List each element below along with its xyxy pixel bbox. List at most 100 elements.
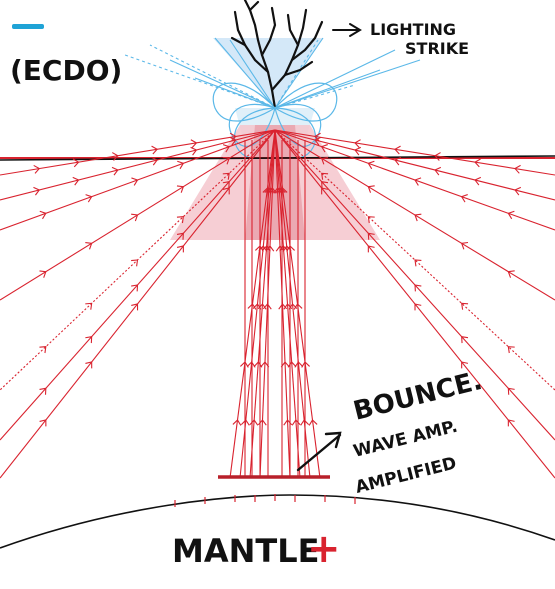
red-wave-arrowhead [279, 245, 289, 252]
red-wave-arrowhead [291, 419, 301, 426]
mantle-boundary [0, 494, 555, 549]
red-wave-arrowhead [460, 241, 469, 250]
red-wave-arrowhead [434, 152, 441, 161]
red-wave-arrowhead [131, 259, 139, 267]
red-wave-arrowhead [321, 181, 329, 189]
blue-field-ray [229, 39, 276, 109]
red-wave-arrowhead [308, 419, 318, 426]
red-wave-arrowhead [320, 144, 328, 153]
red-wave-arrowhead [265, 245, 275, 252]
red-wave-arrowhead [85, 336, 93, 344]
red-wave-arrowhead [176, 185, 185, 193]
red-wave-arrowhead [264, 187, 274, 194]
red-wave-arrowhead [176, 245, 184, 253]
red-wave-arrowhead [72, 176, 80, 186]
blue-field-ray [274, 59, 421, 109]
red-wave-arrowhead [249, 419, 259, 426]
red-wave-arrowhead [275, 245, 285, 252]
red-wave-arrowhead [232, 419, 242, 426]
red-wave-arrowhead [414, 284, 422, 292]
red-wave-arrowhead [367, 216, 375, 224]
red-wave-arrowhead [514, 164, 521, 174]
red-wave-shallow-ray [274, 129, 555, 176]
red-wave-arrowhead [367, 232, 375, 240]
red-wave-arrowhead [434, 166, 442, 176]
mantle-plus-sign: + [307, 526, 341, 572]
red-wave-arrowhead [354, 139, 361, 148]
blue-field-ray [274, 84, 356, 109]
red-wave-arrowhead [222, 187, 230, 195]
red-wave-arrowhead [461, 336, 469, 344]
red-wave-shallow-ray [0, 129, 276, 201]
red-wave-arrowhead [222, 144, 230, 153]
red-wave-arrowhead [39, 210, 47, 220]
red-wave-arrowhead [229, 132, 237, 142]
red-wave-arrowhead [314, 136, 322, 146]
blue-field-ray [149, 44, 276, 109]
red-wave-arrowhead [111, 166, 119, 176]
red-wave-arrowhead [85, 194, 93, 203]
red-wave-arrowhead [314, 132, 321, 142]
red-wave-arrowhead [33, 164, 41, 174]
red-wave-arrowhead [131, 213, 139, 222]
bounce-label: BOUNCE. [350, 366, 485, 427]
red-wave-arrowhead [39, 419, 47, 427]
red-wave-arrowhead [321, 187, 329, 195]
red-wave-arrowhead [354, 146, 362, 156]
red-wave-arrowhead [151, 145, 159, 155]
red-wave-arrowhead [131, 177, 139, 186]
red-wave-shallow-ray [0, 129, 276, 176]
red-wave-arrowhead [507, 387, 515, 395]
red-wave-arrowhead [240, 419, 250, 426]
blue-field-ray [274, 49, 396, 109]
red-wave-arrowhead [229, 136, 237, 146]
red-wave-arrowhead [367, 245, 375, 253]
blue-field-ray [124, 54, 276, 109]
red-wave-arrowhead [72, 158, 80, 168]
red-wave-arrowhead [414, 213, 422, 222]
red-wave-arrowhead [261, 245, 271, 252]
red-wave-arrowhead [131, 284, 139, 292]
corner-tag: (ECDO) [10, 54, 122, 87]
red-wave-arrowhead [112, 152, 119, 161]
red-wave-arrowhead [414, 177, 422, 186]
bounce-pointer-arrow [296, 431, 342, 472]
red-wave-arrowhead [507, 419, 515, 427]
red-wave-arrowhead [253, 361, 263, 368]
red-wave-arrowhead [474, 176, 482, 186]
red-wave-arrowhead [394, 145, 401, 155]
red-wave-arrowhead [39, 270, 47, 278]
red-wave-arrowhead [39, 387, 47, 395]
red-wave-shallow-ray [274, 129, 555, 201]
red-wave-arrowhead [507, 270, 515, 278]
red-wave-arrowhead [321, 172, 329, 180]
red-wave-arrowhead [507, 210, 515, 220]
lightning-strike [230, 0, 324, 110]
red-wave-arrowhead [414, 259, 422, 267]
red-wave-arrowhead [460, 194, 468, 203]
strike-label-line1: LIGHTING [370, 20, 456, 39]
red-wave-arrowhead [39, 346, 47, 354]
blue-field-edge [274, 37, 324, 109]
accent-dash [12, 24, 44, 29]
blue-field-lines [124, 37, 421, 109]
red-wave-arrowhead [222, 181, 230, 189]
strike-pointer-arrow [332, 23, 362, 37]
red-wave-arrowhead [367, 160, 375, 170]
red-wave-arrowhead [461, 302, 469, 310]
red-wave-arrowhead [507, 346, 515, 354]
red-wave-arrowhead [85, 302, 93, 310]
red-wave-arrowhead [222, 172, 230, 180]
strike-label-line2: STRIKE [405, 39, 469, 58]
red-wave-arrowhead [177, 160, 185, 170]
red-wave-arrowhead [300, 419, 310, 426]
red-wave-arrowhead [85, 361, 93, 369]
red-wave-arrowhead [514, 186, 522, 196]
amplified-label: AMPLIFIED [353, 453, 458, 497]
red-wave-arrowhead [414, 303, 422, 311]
red-wave-arrowhead [176, 232, 184, 240]
red-wave-arrowhead [33, 186, 41, 196]
red-wave-arrowhead [287, 361, 297, 368]
red-wave-arrowhead [367, 185, 375, 193]
